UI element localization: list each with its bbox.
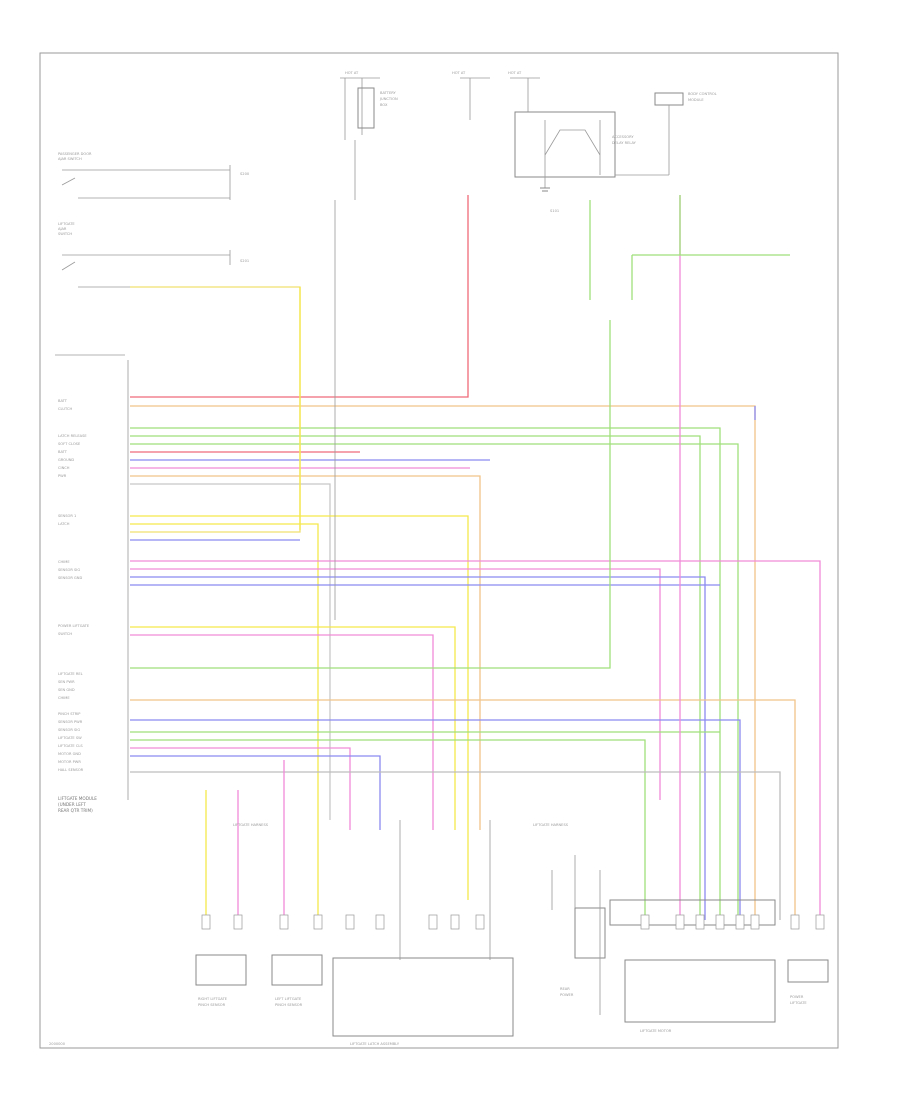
svg-text:(UNDER LEFT: (UNDER LEFT <box>58 802 86 807</box>
svg-text:BODY CONTROL: BODY CONTROL <box>688 92 717 96</box>
svg-text:SENSOR 1: SENSOR 1 <box>58 514 76 518</box>
wire-orange-sen <box>130 699 796 920</box>
svg-text:SEN GND: SEN GND <box>58 688 75 692</box>
svg-text:SENSOR SIG: SENSOR SIG <box>58 728 80 732</box>
svg-text:HOT AT: HOT AT <box>452 71 466 75</box>
svg-text:LIFTGATE MODULE: LIFTGATE MODULE <box>58 796 97 801</box>
wire-orange-cinch <box>130 475 481 830</box>
svg-text:MOTOR GND: MOTOR GND <box>58 752 81 756</box>
svg-text:S101: S101 <box>550 209 559 213</box>
wire-green-release <box>130 320 611 669</box>
svg-text:LIFTGATE HARNESS: LIFTGATE HARNESS <box>233 823 269 827</box>
svg-text:BATT: BATT <box>58 450 68 454</box>
svg-text:HOT AT: HOT AT <box>508 71 522 75</box>
wire-blue-cls <box>130 755 381 830</box>
svg-text:BATT: BATT <box>58 399 68 403</box>
svg-text:SENSOR SIG: SENSOR SIG <box>58 568 80 572</box>
svg-text:LIFTGATE LATCH ASSEMBLY: LIFTGATE LATCH ASSEMBLY <box>350 1042 400 1046</box>
svg-text:LIFTGATE CLS: LIFTGATE CLS <box>58 744 83 748</box>
wire-blue-pinch <box>130 719 741 920</box>
svg-text:CHIME: CHIME <box>58 560 70 564</box>
svg-text:PINCH SENSOR: PINCH SENSOR <box>275 1003 303 1007</box>
svg-text:LATCH: LATCH <box>58 522 70 526</box>
svg-text:LIFTGATE MOTOR: LIFTGATE MOTOR <box>640 1029 672 1033</box>
svg-text:AJAR: AJAR <box>58 227 67 231</box>
wire-gray-pwr <box>130 483 331 820</box>
wire-green-1 <box>130 427 721 920</box>
svg-text:BATTERY: BATTERY <box>380 91 397 95</box>
svg-text:SENSOR PWR: SENSOR PWR <box>58 720 83 724</box>
svg-text:RIGHT LIFTGATE: RIGHT LIFTGATE <box>198 997 228 1001</box>
wire-red-battery <box>130 195 469 398</box>
svg-text:PINCH SENSOR: PINCH SENSOR <box>198 1003 226 1007</box>
svg-text:JUNCTION: JUNCTION <box>379 97 398 101</box>
wire-yellow-plg <box>130 626 456 830</box>
svg-text:LIFTGATE: LIFTGATE <box>58 222 75 226</box>
svg-text:HALL SENSOR: HALL SENSOR <box>58 768 84 772</box>
top-power-blocks: HOT AT HOT AT HOT AT BATTERY JUNCTION BO… <box>340 71 717 213</box>
wire-orange-clutch <box>130 405 756 920</box>
svg-text:SWITCH: SWITCH <box>58 232 72 236</box>
wire-yellow-2 <box>130 523 319 790</box>
wire-pink-sw <box>130 747 351 830</box>
svg-text:LIFTGATE SW: LIFTGATE SW <box>58 736 82 740</box>
svg-text:CLUTCH: CLUTCH <box>58 407 72 411</box>
wire-green-2 <box>130 435 701 920</box>
footer-code: 2000000 <box>49 1042 66 1046</box>
wire-blue-3 <box>130 576 706 920</box>
svg-text:POWER LIFTGATE: POWER LIFTGATE <box>58 624 90 628</box>
svg-text:LEFT LIFTGATE: LEFT LIFTGATE <box>275 997 302 1001</box>
svg-text:REAR: REAR <box>560 987 570 991</box>
top-left-switches: PASSENGER DOOR AJAR SWITCH LIFTGATE AJAR… <box>58 152 300 288</box>
svg-text:LIFTGATE: LIFTGATE <box>790 1001 807 1005</box>
svg-text:LIFTGATE HARNESS: LIFTGATE HARNESS <box>533 823 569 827</box>
wire-pink-2 <box>130 560 821 920</box>
svg-text:PINCH STRIP: PINCH STRIP <box>58 712 81 716</box>
wire-yellow-liftgate <box>130 286 301 533</box>
svg-text:GROUND: GROUND <box>58 458 74 462</box>
svg-text:LATCH RELEASE: LATCH RELEASE <box>58 434 87 438</box>
diagram-frame <box>39 52 839 1049</box>
svg-text:CHIME: CHIME <box>58 696 70 700</box>
connectors <box>201 914 825 930</box>
svg-text:CINCH: CINCH <box>58 466 70 470</box>
svg-text:MODULE: MODULE <box>688 98 704 102</box>
svg-text:SEN PWR: SEN PWR <box>58 680 75 684</box>
svg-text:SENSOR GND: SENSOR GND <box>58 576 82 580</box>
wire-green-3 <box>130 443 739 920</box>
liftgate-latch-assembly <box>332 957 514 1037</box>
wire-pink-plg <box>130 634 434 830</box>
wires <box>130 195 821 920</box>
bottom-gray-wires <box>334 200 601 1015</box>
svg-text:ACCESSORY: ACCESSORY <box>612 135 634 139</box>
svg-text:POWER: POWER <box>790 995 804 999</box>
wire-pink-3 <box>130 568 661 800</box>
svg-text:SOFT CLOSE: SOFT CLOSE <box>58 442 81 446</box>
svg-text:S201: S201 <box>240 259 249 263</box>
svg-text:POWER: POWER <box>560 993 574 997</box>
svg-text:REAR QTR TRIM): REAR QTR TRIM) <box>58 808 93 813</box>
svg-text:HOT AT: HOT AT <box>345 71 359 75</box>
svg-text:DELAY RELAY: DELAY RELAY <box>612 141 637 145</box>
wire-green-sig <box>130 739 646 920</box>
svg-text:AJAR SWITCH: AJAR SWITCH <box>58 157 82 161</box>
svg-text:PASSENGER DOOR: PASSENGER DOOR <box>58 152 92 156</box>
liftgate-motor-assembly <box>624 959 776 1023</box>
wire-yellow-1 <box>130 515 469 900</box>
svg-text:LIFTGATE REL: LIFTGATE REL <box>58 672 83 676</box>
svg-text:S200: S200 <box>240 172 250 176</box>
svg-text:SWITCH: SWITCH <box>58 632 72 636</box>
wire-gray-gnd <box>130 771 781 920</box>
liftgate-module-pins: LIFTGATE MODULE (UNDER LEFT REAR QTR TRI… <box>55 354 129 813</box>
svg-text:BOX: BOX <box>380 103 388 107</box>
svg-text:MOTOR PWR: MOTOR PWR <box>58 760 81 764</box>
svg-text:PWR: PWR <box>58 474 67 478</box>
bottom-components: RIGHT LIFTGATE PINCH SENSOR LEFT LIFTGAT… <box>49 823 829 1046</box>
